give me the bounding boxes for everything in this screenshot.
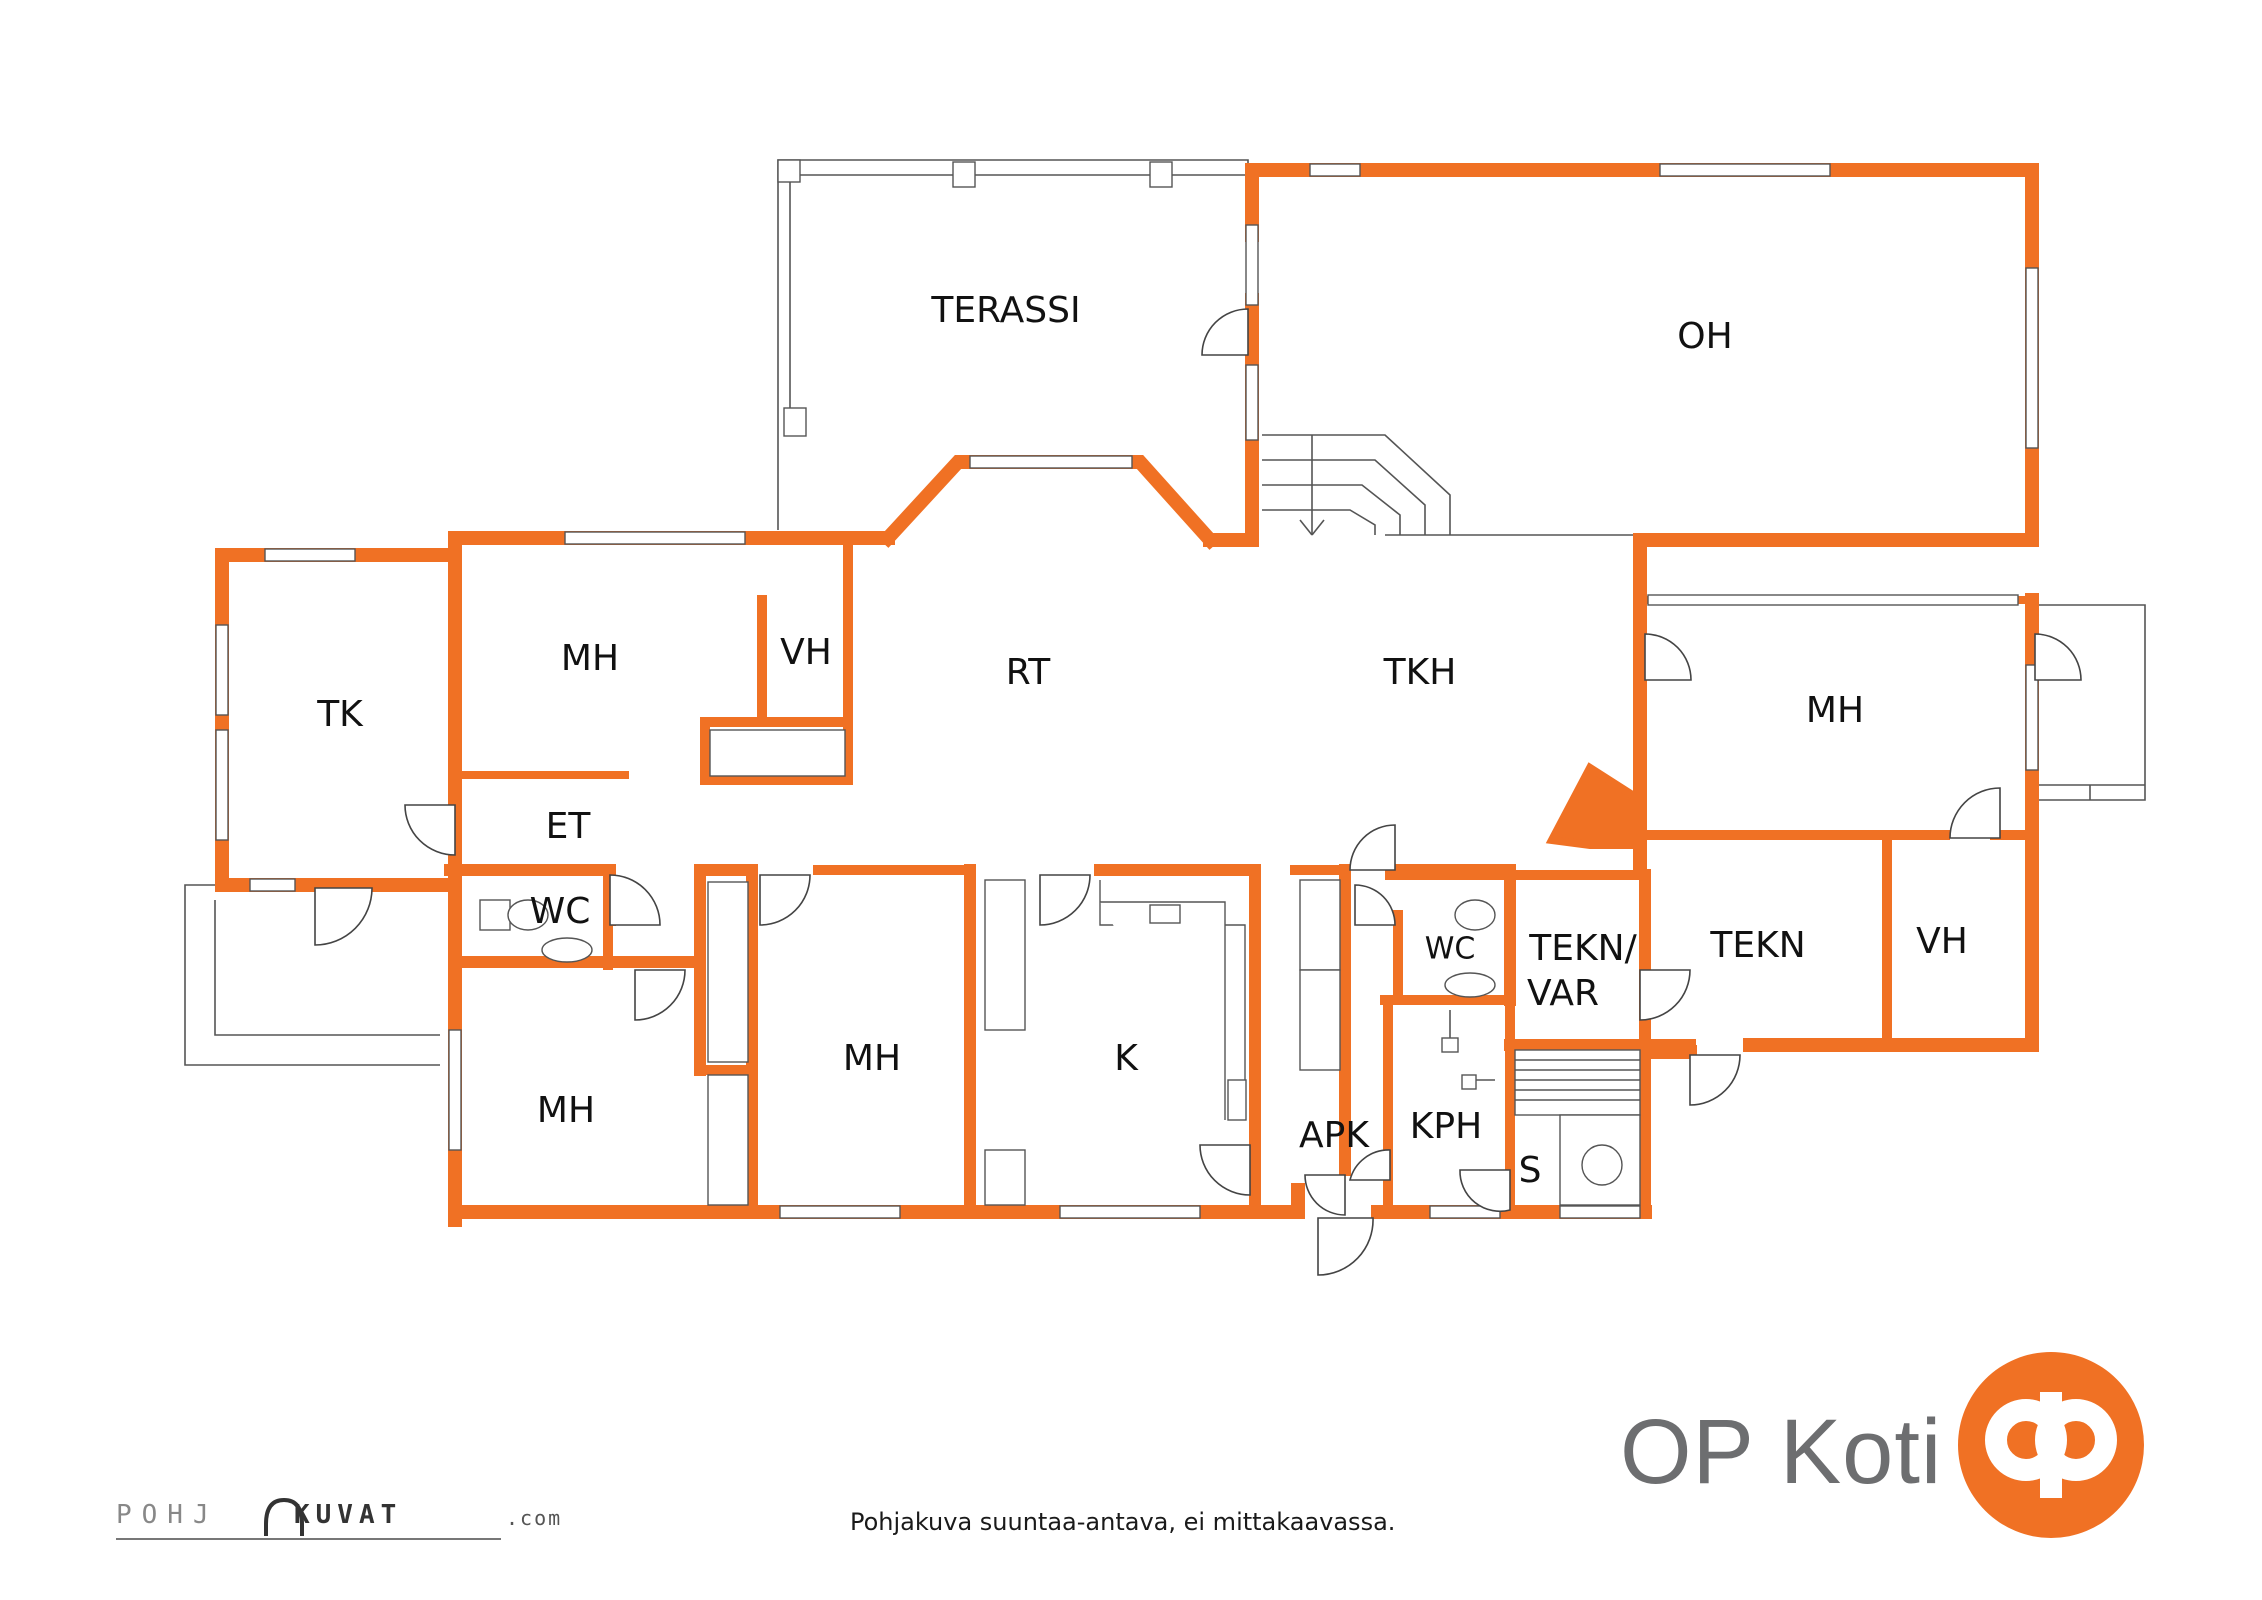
room-label-apk: APK (1299, 1115, 1370, 1156)
room-label-vh-right: VH (1916, 921, 1968, 962)
room-label-mh-right: MH (1806, 690, 1864, 731)
op-logo-mark-icon (1985, 1392, 2117, 1498)
right-deck-outline (2032, 604, 2146, 801)
watermark-arch-icon (264, 1497, 304, 1536)
watermark-part-3: .com (506, 1506, 563, 1530)
watermark-underline (116, 1538, 501, 1540)
room-label-vh-top: VH (780, 632, 832, 673)
room-label-tekn-var-1: TEKN/ (1528, 928, 1637, 969)
room-label-mh-top: MH (561, 638, 619, 679)
room-label-mh-bottom-left: MH (537, 1090, 595, 1131)
left-deck-outline (184, 884, 440, 1066)
room-label-tekn: TEKN (1709, 925, 1805, 966)
room-label-tkh: TKH (1383, 652, 1457, 693)
room-label-rt: RT (1006, 652, 1051, 693)
room-label-s: S (1519, 1150, 1542, 1191)
watermark-part-1: POHJ (116, 1500, 219, 1530)
room-label-mh-bottom-mid: MH (843, 1038, 901, 1079)
disclaimer-caption: Pohjakuva suuntaa-antava, ei mittakaavas… (850, 1508, 1396, 1536)
room-label-kph: KPH (1410, 1106, 1482, 1147)
room-label-et: ET (546, 806, 592, 847)
terrace-outline (777, 159, 1249, 530)
stairs (1262, 434, 1640, 536)
room-label-terassi: TERASSI (930, 290, 1080, 331)
sauna-bench (1514, 1049, 1641, 1206)
room-label-wc-mid: WC (1425, 932, 1476, 967)
watermark-part-2: KUVAT (294, 1500, 403, 1530)
fixtures (479, 729, 1641, 1206)
op-logo-icon (1958, 1352, 2144, 1538)
room-label-wc-left: WC (530, 891, 591, 932)
windows (215, 163, 2039, 1219)
room-label-tekn-var-2: VAR (1527, 973, 1599, 1014)
room-label-tk: TK (316, 694, 364, 735)
doors (314, 308, 2082, 1276)
room-label-k: K (1114, 1038, 1139, 1079)
room-labels: TERASSI OH TK MH VH RT TKH MH ET WC MH M… (316, 290, 1968, 1191)
room-label-oh: OH (1677, 316, 1732, 357)
brand-name: OP Koti (1620, 1401, 1943, 1503)
